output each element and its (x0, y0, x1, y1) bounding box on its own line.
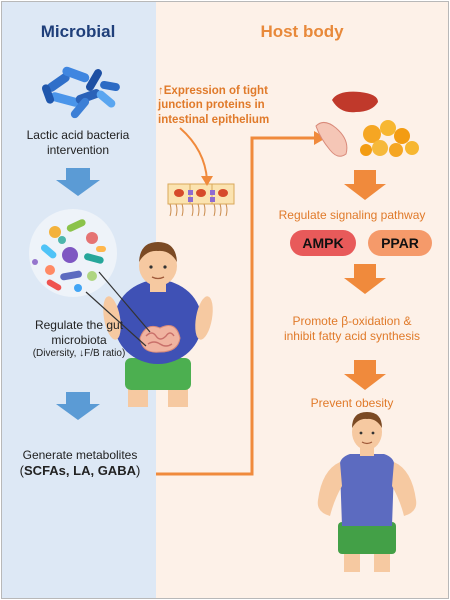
microbial-title: Microbial (40, 22, 116, 41)
gut-microbiota-icon (29, 209, 117, 297)
blue-down-arrow-2 (56, 392, 100, 420)
lactic-acid-bacteria-icon (41, 66, 120, 119)
ppar-badge: PPAR (368, 230, 432, 256)
metabolites-label: Generate metabolites (SCFAs, LA, GABA) (0, 448, 160, 479)
overweight-man-icon (103, 242, 213, 407)
metab-close-paren: ) (135, 463, 141, 478)
tight-line3: intestinal epithelium (158, 113, 270, 126)
fit-man-icon (317, 412, 417, 572)
ampk-badge: AMPK (290, 230, 356, 256)
gut-label-line3: (Diversity, ↓F/B ratio) (32, 348, 126, 359)
tight-junction-label: ↑Expression of tight junction proteins i… (158, 84, 318, 127)
orange-down-arrow-2 (344, 264, 386, 294)
metabolite-to-host-arrow (156, 131, 326, 476)
promote-line2: inhibit fatty acid synthesis (283, 329, 421, 343)
metab-open-paren: ( (19, 463, 25, 478)
prevent-obesity-label: Prevent obesity (310, 396, 394, 410)
host-title: Host body (260, 22, 344, 41)
tight-line1: ↑Expression of tight (158, 85, 268, 97)
muscle-icon (315, 122, 348, 157)
orange-down-arrow-3 (344, 360, 386, 390)
signaling-pathway-label: Regulate signaling pathway (278, 208, 426, 222)
lab-label-line1: Lactic acid bacteria (26, 128, 130, 142)
microbiota-pointer-line-1 (98, 271, 151, 333)
intestinal-epithelium-icon (167, 183, 235, 217)
promote-line1: Promote β-oxidation & (292, 314, 412, 328)
tight-line2: junction proteins in (158, 99, 265, 112)
gut-microbiota-label: Regulate the gut microbiota (Diversity, … (5, 318, 153, 361)
blue-down-arrow-1 (56, 168, 100, 196)
lab-label-line2: intervention (46, 143, 110, 157)
beta-oxidation-label: Promote β-oxidation & inhibit fatty acid… (256, 314, 448, 344)
gut-label-line1: Regulate the gut (34, 318, 124, 332)
metab-items: SCFAs, LA, GABA (24, 463, 136, 478)
metab-label-line1: Generate metabolites (22, 448, 138, 462)
tight-junction-arrow (179, 127, 213, 186)
gut-label-line2: microbiota (51, 333, 107, 347)
microbiota-pointer-line-2 (85, 291, 147, 347)
adipose-tissue-icon (360, 120, 419, 157)
lab-intervention-label: Lactic acid bacteria intervention (5, 128, 151, 158)
liver-icon (332, 91, 378, 113)
metab-label-line2: (SCFAs, LA, GABA) (0, 463, 160, 479)
orange-down-arrow-1 (344, 170, 386, 200)
